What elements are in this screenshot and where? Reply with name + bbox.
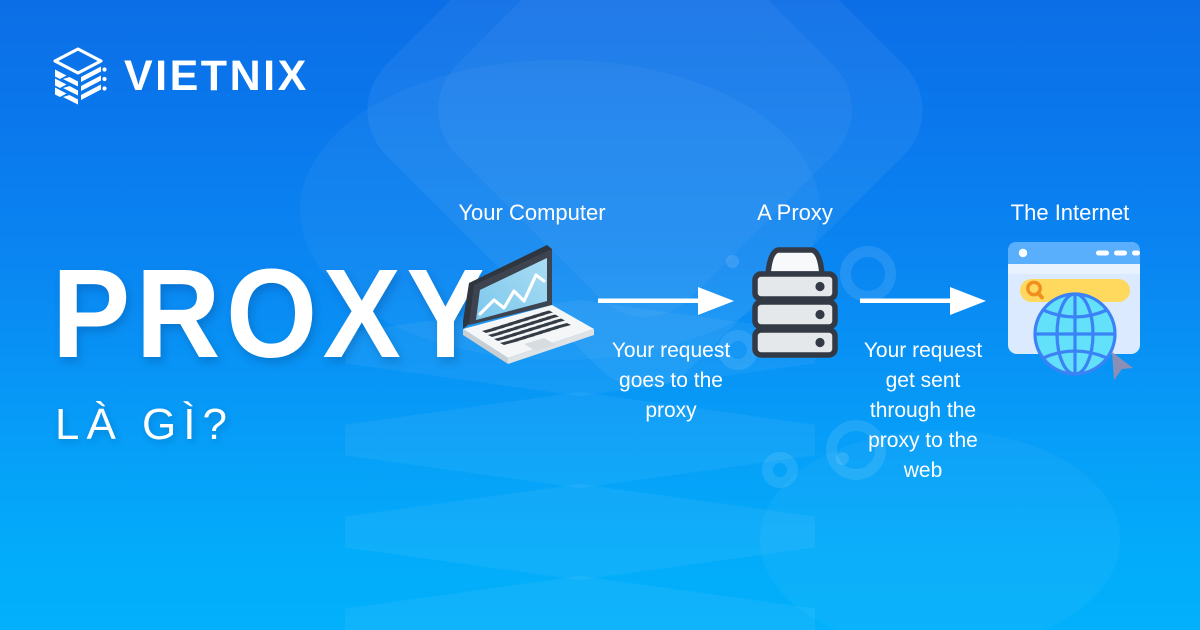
node-label-the-internet: The Internet [1010, 200, 1130, 225]
server-rack-icon [752, 247, 838, 358]
page-subtitle: LÀ GÌ? [55, 400, 234, 449]
node-label-your-computer: Your Computer [458, 200, 606, 225]
server-led-1 [815, 281, 825, 292]
background-chevron-4 [345, 576, 815, 630]
arrow-proxy-to-internet [860, 287, 986, 315]
search-bar [1020, 279, 1130, 302]
brand-name: VIETNIX [124, 51, 309, 100]
decorative-dot-2 [726, 255, 739, 268]
chart-line-icon [478, 273, 546, 316]
background-chevron-2 [345, 392, 815, 488]
caption-request-to-web: Your request get sent through the proxy … [863, 339, 983, 482]
decorative-ring-4 [762, 452, 798, 488]
browser-dot-icon [1018, 248, 1028, 258]
browser-globe-icon [1008, 242, 1140, 380]
background-chevron-3 [345, 484, 815, 580]
arrow-computer-to-proxy [598, 287, 734, 315]
laptop-icon [463, 245, 594, 364]
cursor-icon [1112, 352, 1133, 380]
stacked-layers-icon [53, 47, 107, 105]
server-led-3 [815, 337, 825, 348]
caption-request-to-proxy: Your request goes to the proxy [611, 339, 731, 422]
brand-logo: VIETNIX [46, 44, 309, 108]
search-icon [1026, 280, 1044, 300]
page-title: PROXY [52, 243, 491, 384]
server-led-2 [815, 309, 825, 320]
decorative-dot-1 [836, 452, 849, 465]
globe-icon [1033, 292, 1117, 376]
node-label-a-proxy: A Proxy [757, 200, 833, 225]
